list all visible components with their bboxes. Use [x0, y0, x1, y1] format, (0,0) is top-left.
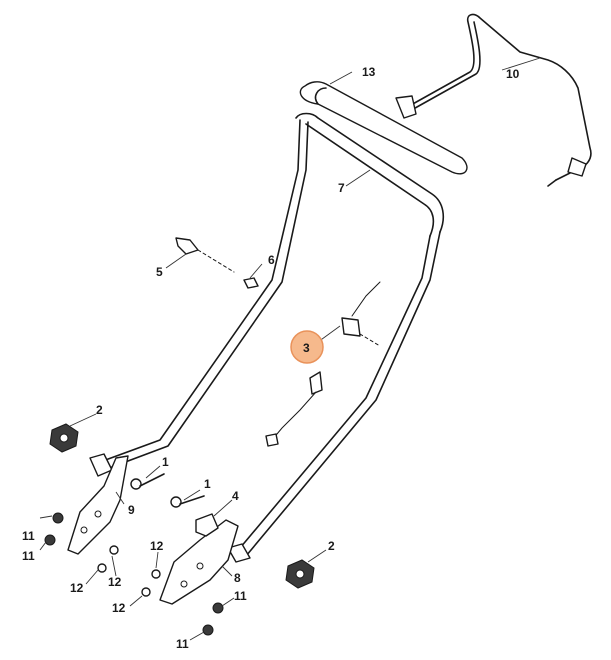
- part-6-nut: [243, 277, 259, 289]
- part-12-washer-c: [151, 569, 161, 579]
- label-part-3: 3: [303, 341, 310, 355]
- label-part-12-c: 12: [70, 581, 84, 595]
- label-part-10: 10: [506, 67, 520, 81]
- part-2-knob-right: [285, 559, 315, 589]
- drive-cable: [265, 371, 323, 447]
- part-2-knob-left: [49, 423, 79, 453]
- part-3-clamp: [341, 281, 381, 347]
- label-part-6: 6: [268, 253, 275, 267]
- label-part-1-lower: 1: [204, 477, 211, 491]
- part-11-nut-c: [212, 602, 224, 614]
- part-1-bolt-lower: [170, 495, 205, 508]
- label-part-1-upper: 1: [162, 455, 169, 469]
- label-part-2-right: 2: [328, 539, 335, 553]
- label-part-5: 5: [156, 265, 163, 279]
- upper-handle-grip: [299, 81, 468, 175]
- label-part-2-left: 2: [96, 403, 103, 417]
- part-4-clip: [195, 513, 219, 537]
- label-part-11-b: 11: [22, 549, 35, 563]
- part-12-washer-a: [109, 545, 119, 555]
- part-11-nut-b: [44, 534, 56, 546]
- label-part-11-d: 11: [176, 637, 189, 651]
- part-9-bracket-left: [67, 455, 129, 555]
- label-part-9: 9: [128, 503, 135, 517]
- label-part-12-b: 12: [108, 575, 122, 589]
- part-12-washer-b: [97, 563, 107, 573]
- part-12-washer-d: [141, 587, 151, 597]
- label-part-11-a: 11: [22, 529, 35, 543]
- lower-handle-frame: [89, 112, 445, 563]
- label-part-8: 8: [234, 571, 241, 585]
- part-5-clip: [175, 237, 235, 273]
- part-1-bolt-upper: [130, 473, 165, 490]
- label-part-12-a: 12: [150, 539, 164, 553]
- part-8-bracket-right: [159, 519, 239, 605]
- leader-lines: [39, 57, 541, 641]
- part-11-nut-d: [202, 624, 214, 636]
- label-part-7: 7: [338, 181, 345, 195]
- bail-cable: [395, 13, 592, 187]
- highlight-circle-part-3: [290, 330, 324, 364]
- part-11-nut-a: [52, 512, 64, 524]
- label-part-13: 13: [362, 65, 376, 79]
- label-part-11-c: 11: [234, 589, 247, 603]
- label-part-4: 4: [232, 489, 239, 503]
- label-part-12-d: 12: [112, 601, 126, 615]
